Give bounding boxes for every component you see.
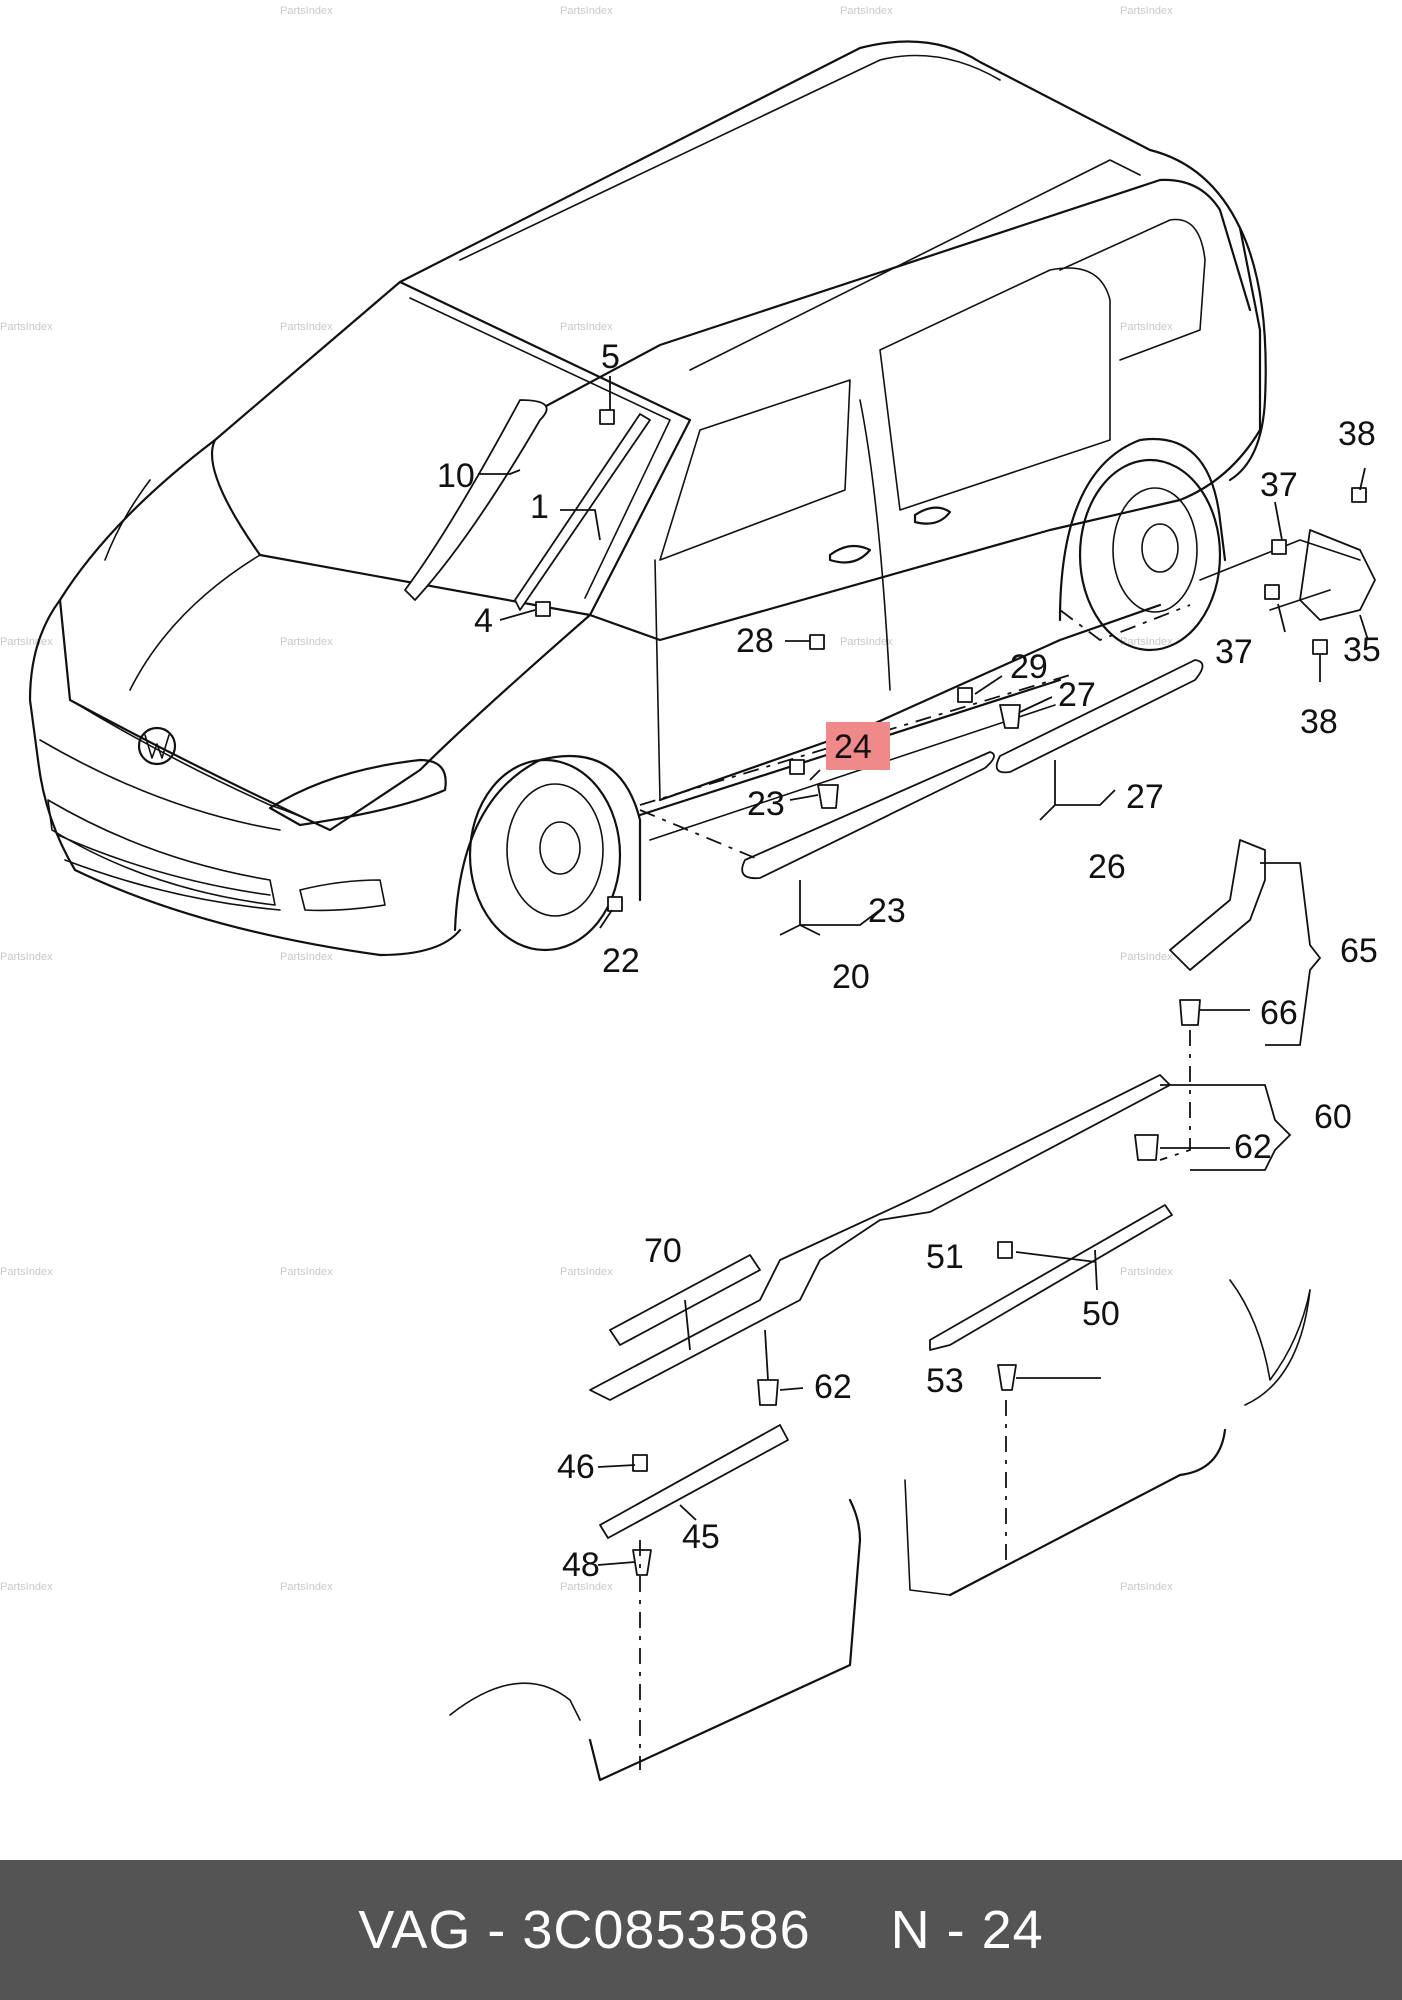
watermark: PartsIndex [1120,321,1173,333]
part-label-28[interactable]: 28 [736,622,774,660]
part-label-70[interactable]: 70 [644,1232,682,1270]
part-label-62-upper[interactable]: 62 [1234,1128,1272,1166]
part-labels: 5 1 10 4 28 29 27 24 23 27 26 23 20 22 3… [437,338,1381,1584]
a-pillar-trim [514,413,651,611]
vehicle-drawing [28,40,1267,957]
leader-lines [478,376,1369,1566]
front-sill-trim [741,751,995,880]
clip-5 [599,409,615,425]
footer-caption: VAG - 3C0853586 N - 24 [358,1899,1043,1961]
part-label-50[interactable]: 50 [1082,1295,1120,1333]
watermark: PartsIndex [560,1581,613,1593]
watermark: PartsIndex [1120,636,1173,648]
watermark: PartsIndex [0,951,53,963]
diagram-position: N - 24 [890,1900,1044,1960]
part-label-1[interactable]: 1 [530,488,549,526]
windshield-trim-strip [404,399,548,601]
watermark: PartsIndex [1120,951,1173,963]
trim-rail-50 [929,1204,1173,1351]
part-label-38-upper[interactable]: 38 [1338,415,1376,453]
watermark: PartsIndex [560,1266,613,1278]
nut-37 [1271,539,1287,555]
watermark: PartsIndex [560,321,613,333]
clip-53 [997,1364,1017,1391]
watermark: PartsIndex [1120,1266,1173,1278]
watermark: PartsIndex [280,951,333,963]
part-label-22[interactable]: 22 [602,942,640,980]
part-label-5[interactable]: 5 [601,338,620,376]
part-label-4[interactable]: 4 [474,602,493,640]
footer-separator: - [471,1900,523,1960]
watermark: PartsIndex [840,5,893,17]
clip-4 [535,601,551,617]
clip-27 [999,704,1021,729]
part-label-23-lower[interactable]: 23 [868,892,906,930]
screw-28 [809,634,825,650]
fasteners [535,409,1367,912]
watermark: PartsIndex [0,321,53,333]
clip-62-upper [1134,1134,1159,1161]
part-label-35[interactable]: 35 [1343,631,1381,669]
part-label-65[interactable]: 65 [1340,932,1378,970]
part-label-27-upper[interactable]: 27 [1058,676,1096,714]
part-label-37-upper[interactable]: 37 [1260,466,1298,504]
sill-panel-60 [589,1074,1171,1401]
part-label-53[interactable]: 53 [926,1362,964,1400]
part-label-38-lower[interactable]: 38 [1300,703,1338,741]
parts-diagram: PartsIndex PartsIndex PartsIndex PartsIn… [0,5,1381,1782]
clip-62-lower [757,1379,779,1406]
part-info-footer: VAG - 3C0853586 N - 24 [0,1860,1402,2000]
part-label-24[interactable]: 24 [834,728,872,766]
pillar-trim-65 [1169,839,1266,971]
screw-38 [1351,487,1367,503]
part-label-48[interactable]: 48 [562,1546,600,1584]
highlight-box [826,722,890,770]
watermark: PartsIndex [1120,5,1173,17]
watermark: PartsIndex [0,1266,53,1278]
part-label-27-lower[interactable]: 27 [1126,778,1164,816]
retainer-rail-45 [599,1424,789,1539]
part-label-37-lower[interactable]: 37 [1215,633,1253,671]
watermark: PartsIndex [1120,1581,1173,1593]
nut-37b [1264,584,1280,600]
part-label-20[interactable]: 20 [832,958,870,996]
clip-48 [632,1549,652,1576]
watermark: PartsIndex [0,636,53,648]
watermark: PartsIndex [280,1581,333,1593]
screw-51 [997,1241,1013,1259]
watermark: PartsIndex [560,5,613,17]
rear-sill-trim [995,659,1204,774]
part-label-60[interactable]: 60 [1314,1098,1352,1136]
watermark: PartsIndex [840,636,893,648]
part-label-62-lower[interactable]: 62 [814,1368,852,1406]
part-label-51[interactable]: 51 [926,1238,964,1276]
part-label-29[interactable]: 29 [1010,648,1048,686]
part-label-10[interactable]: 10 [437,457,475,495]
watermark: PartsIndex [0,1581,53,1593]
screw-24 [789,759,805,775]
screw-46 [632,1454,648,1472]
part-label-26[interactable]: 26 [1088,848,1126,886]
part-label-66[interactable]: 66 [1260,994,1298,1032]
watermark: PartsIndex [280,5,333,17]
screw-22 [607,896,623,912]
watermark: PartsIndex [280,321,333,333]
nut-29 [957,687,973,703]
clip-66 [1179,999,1201,1026]
watermark: PartsIndex [280,636,333,648]
screw-38b [1312,639,1328,655]
part-label-45[interactable]: 45 [682,1518,720,1556]
part-label-46[interactable]: 46 [557,1448,595,1486]
part-label-23-upper[interactable]: 23 [747,785,785,823]
watermark: PartsIndex [280,1266,333,1278]
clip-23 [817,784,839,809]
brand-name: VAG [358,1900,472,1960]
part-number: 3C0853586 [522,1900,811,1960]
watermarks: PartsIndex PartsIndex PartsIndex PartsIn… [0,5,1173,1593]
